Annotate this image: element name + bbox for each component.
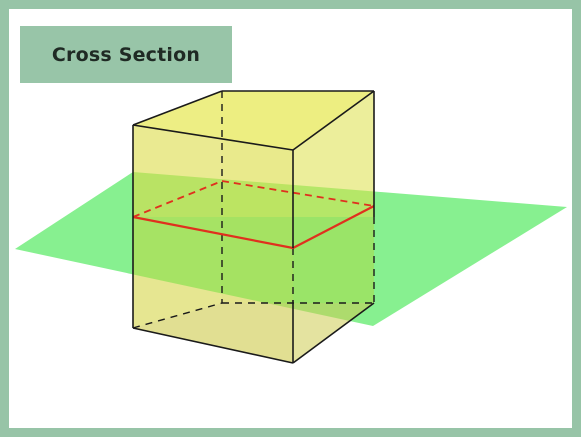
edge-bottom-right [292, 302, 375, 364]
prism-bottom-face [133, 303, 374, 363]
hidden-edge-bottom-left [132, 302, 223, 329]
title-box: Cross Section [20, 26, 232, 83]
diagram-title: Cross Section [51, 43, 201, 66]
edge-bottom-front [132, 327, 294, 364]
cross-section-edge-back [221, 180, 375, 207]
cutting-plane [15, 172, 567, 326]
cross-section-edge-right [292, 205, 375, 249]
prism-top-face [133, 91, 374, 150]
cross-section-edge-front [132, 215, 294, 250]
cross-section-edge-left [132, 180, 223, 218]
edge-top-left [132, 90, 223, 126]
edge-top-right [292, 90, 375, 151]
edge-top-front [132, 124, 294, 151]
